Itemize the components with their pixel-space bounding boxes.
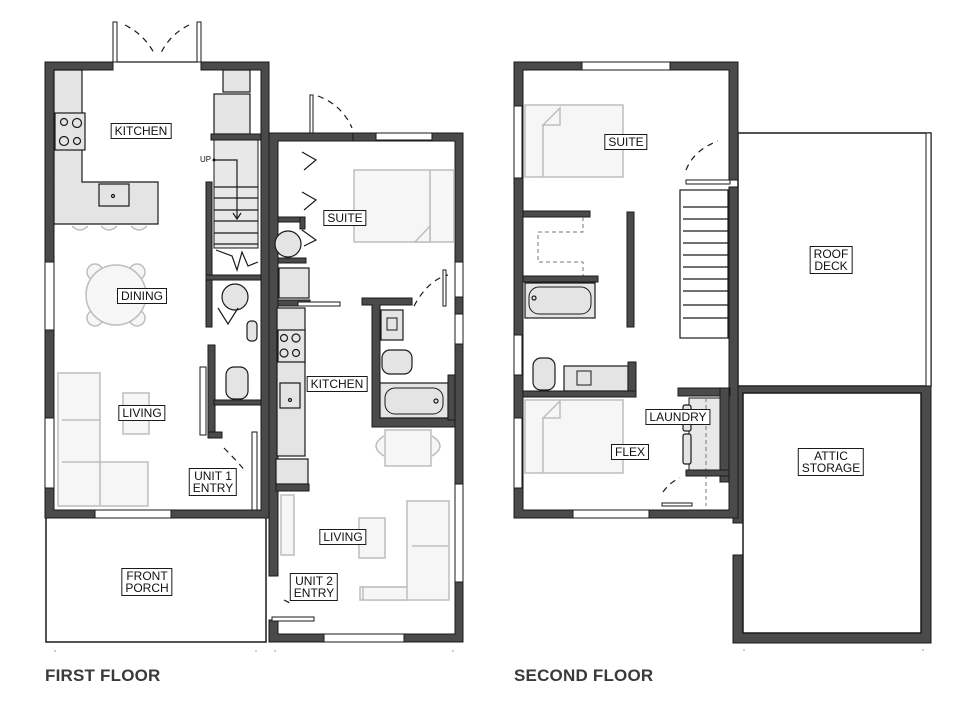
second-floor-title: SECOND FLOOR (514, 666, 654, 685)
second-floor-exterior-wall (513, 61, 739, 519)
unit2-dining-table (375, 429, 441, 467)
unit2-sofa (358, 500, 450, 601)
first-floor-plan (44, 21, 464, 643)
unit1-kitchen-counter (53, 69, 159, 225)
room-label-unit1-kitchen: KITCHEN (110, 123, 172, 139)
stair-up-label: UP (200, 155, 212, 164)
room-label-second-suite: SUITE (604, 134, 648, 150)
room-label-laundry: LAUNDRY (645, 409, 711, 425)
room-label-unit2-entry: UNIT 2 ENTRY (289, 573, 339, 601)
unit1-cooktop (54, 112, 86, 151)
room-label-unit2-living: LIVING (319, 529, 367, 545)
unit2-fridge (278, 267, 310, 299)
room-label-unit2-kitchen: KITCHEN (306, 376, 368, 392)
room-label-front-porch: FRONT PORCH (121, 568, 173, 596)
room-label-flex: FLEX (610, 444, 650, 460)
second-floor-bathtub (524, 282, 596, 319)
unit1-toilet (225, 366, 249, 400)
unit1-fridge (213, 93, 251, 135)
room-label-unit2-suite: SUITE (323, 210, 367, 226)
room-label-unit1-entry: UNIT 1 ENTRY (188, 468, 238, 496)
second-floor-toilet (532, 357, 556, 391)
second-floor-plan (513, 61, 932, 644)
unit2-suite-bed (353, 169, 455, 243)
room-label-roof-deck: ROOF DECK (809, 246, 853, 274)
unit2-sink (279, 382, 301, 409)
unit2-toilet (381, 349, 413, 375)
unit1-dining-table (85, 263, 147, 327)
unit1-stairs[interactable] (214, 186, 258, 245)
room-label-attic-storage: ATTIC STORAGE (797, 448, 865, 476)
room-label-unit1-dining: DINING (117, 288, 167, 304)
room-label-unit1-living: LIVING (118, 405, 166, 421)
flex-bed (524, 399, 624, 474)
second-floor-stairs[interactable] (683, 206, 728, 319)
attic-storage-area (742, 392, 922, 634)
first-floor-title: FIRST FLOOR (45, 666, 161, 685)
